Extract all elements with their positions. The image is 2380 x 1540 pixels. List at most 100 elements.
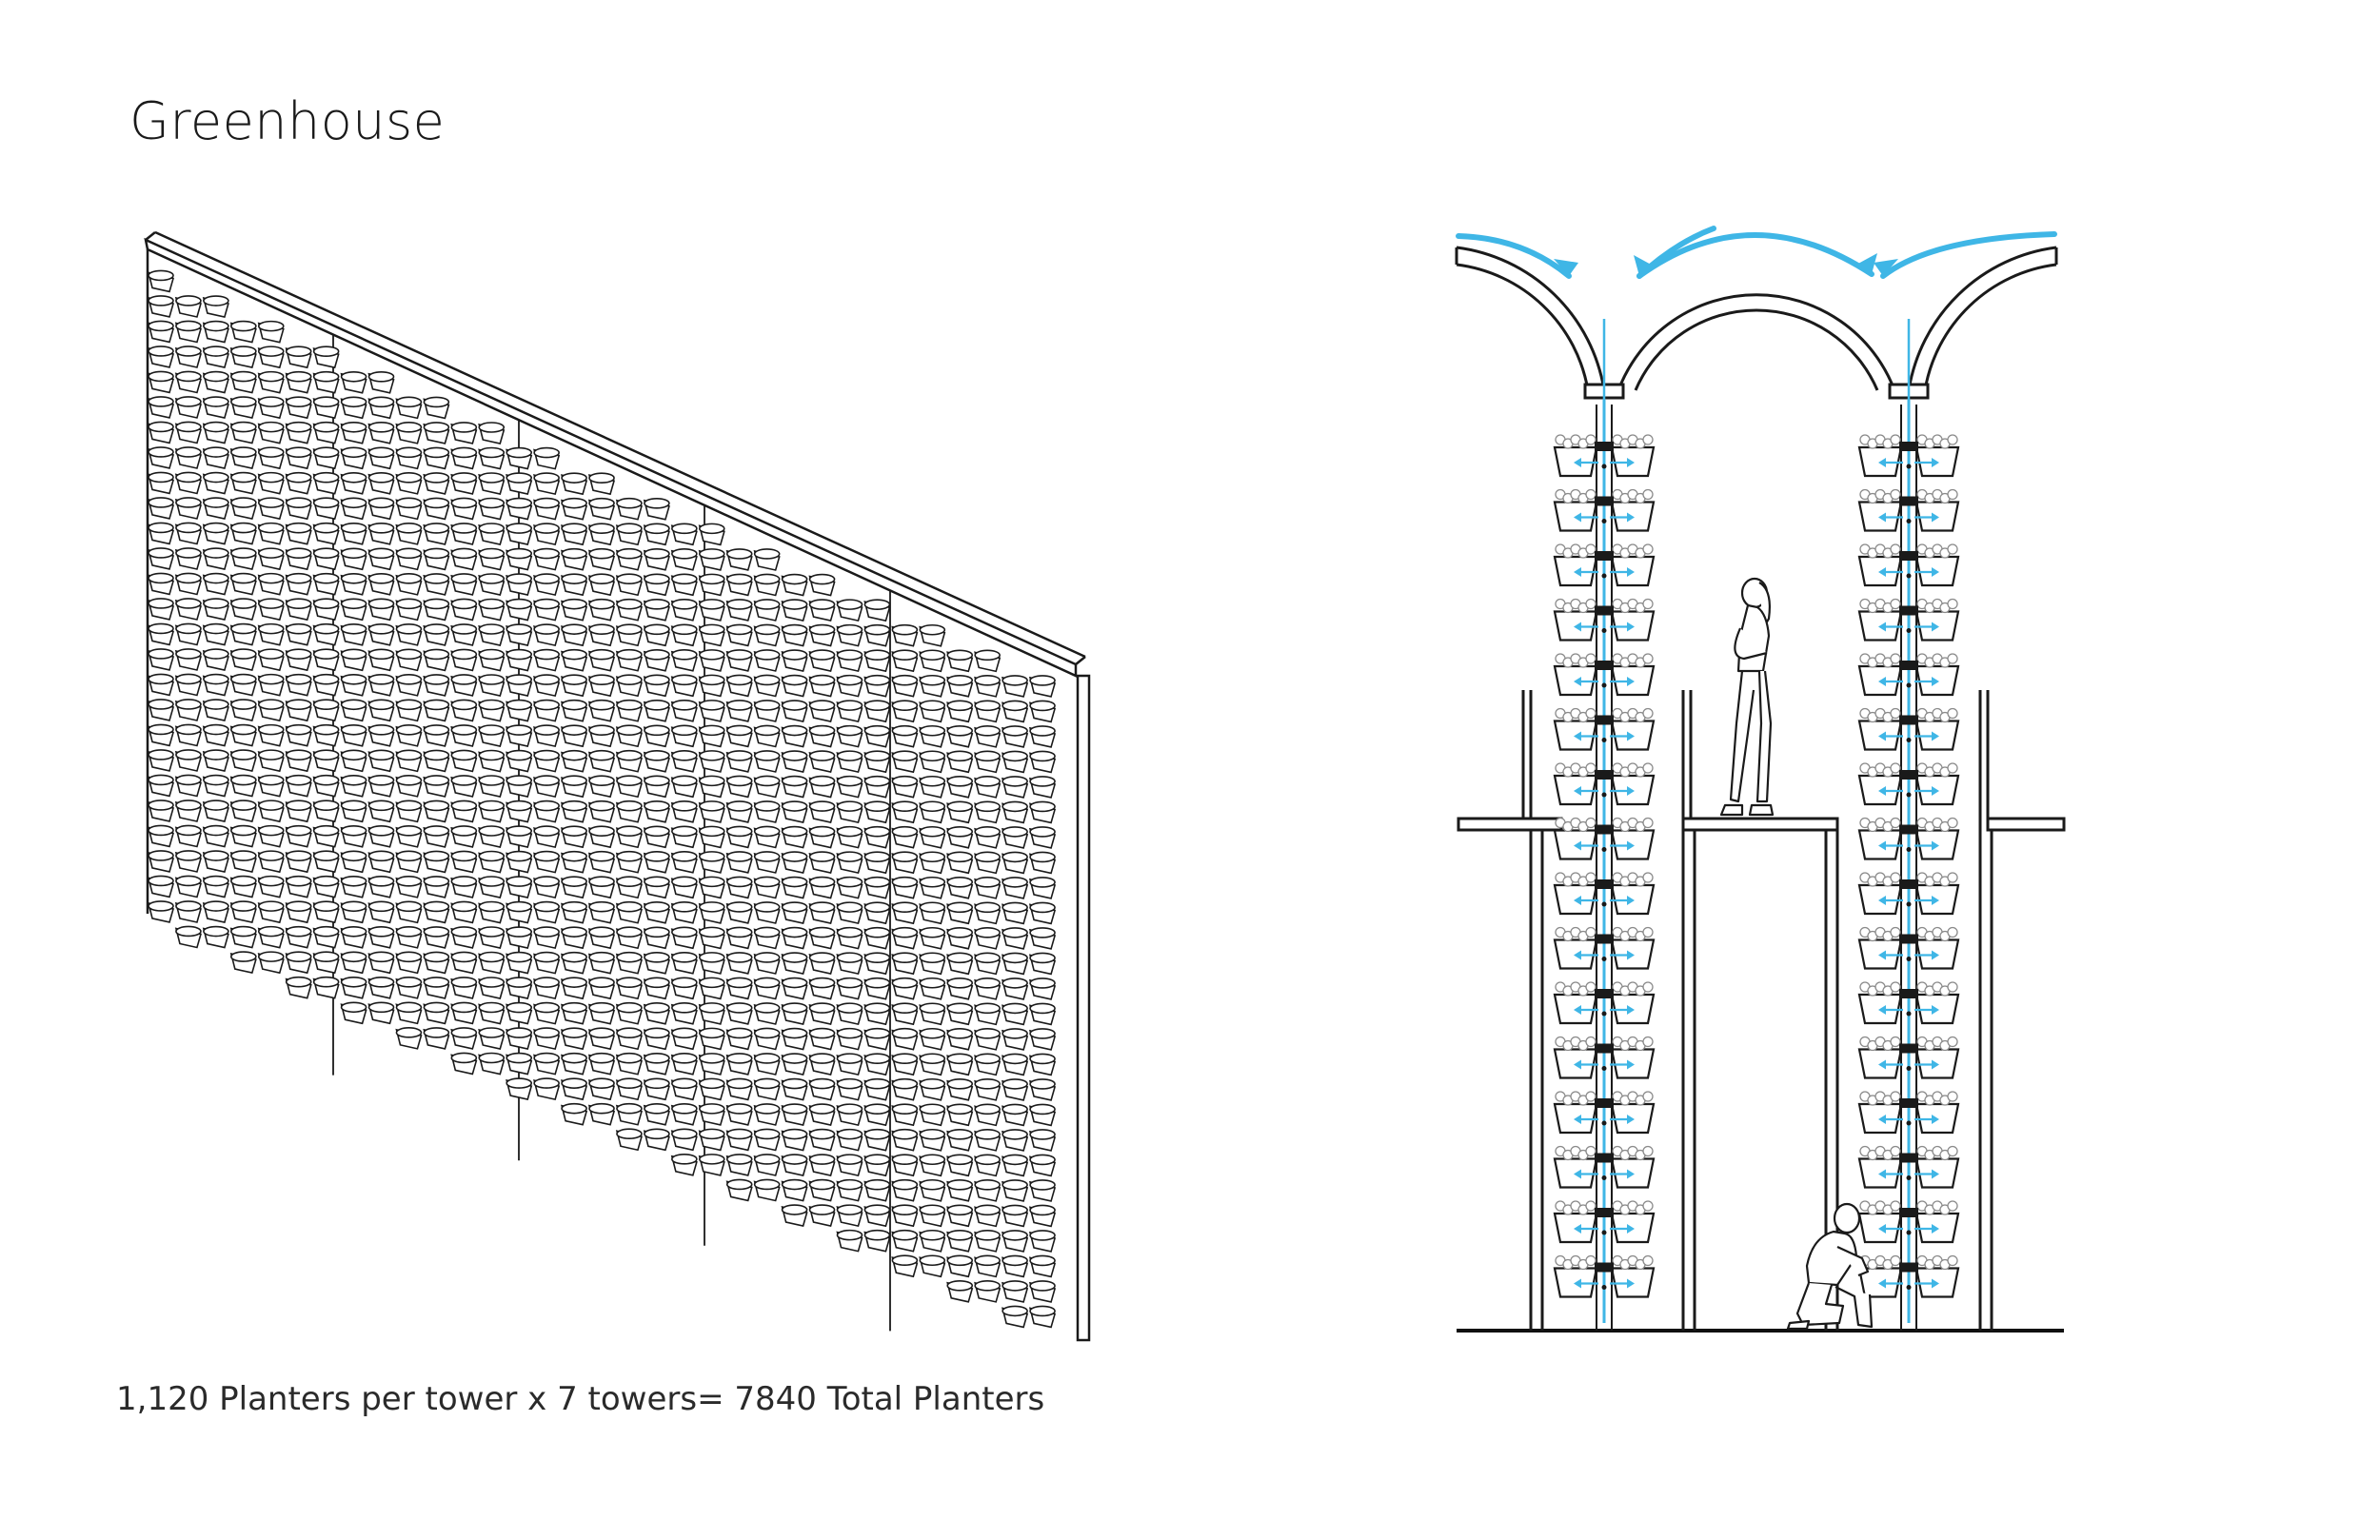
wall-planter — [395, 1027, 423, 1050]
wall-planter — [478, 623, 506, 646]
wall-planter — [312, 749, 340, 773]
wall-planter — [202, 522, 229, 545]
wall-planter — [423, 446, 450, 470]
wall-planter — [367, 371, 395, 394]
wall-planter — [174, 622, 202, 646]
wall-planter — [367, 749, 395, 773]
wall-planter — [367, 623, 395, 646]
wall-planter — [478, 1027, 506, 1050]
wall-planter — [174, 497, 202, 520]
wall-planter — [147, 699, 175, 721]
person-standing-icon — [1719, 577, 1775, 817]
wall-planter — [285, 824, 312, 848]
wall-planter — [285, 925, 312, 949]
wall-planter — [340, 900, 367, 924]
wall-planter — [147, 749, 175, 772]
wall-planter — [174, 875, 202, 898]
wall-planter — [174, 749, 202, 772]
wall-planter — [367, 472, 395, 495]
wall-planter — [285, 648, 312, 672]
wall-planter — [229, 598, 257, 622]
wall-planter — [340, 648, 367, 672]
wall-planter — [478, 800, 506, 823]
wall-planter — [395, 396, 423, 420]
wall-planter — [202, 346, 229, 368]
wall-planter — [174, 572, 202, 596]
wall-planter — [202, 850, 229, 873]
wall-planter — [229, 850, 257, 874]
wall-planter — [367, 648, 395, 672]
wall-planter — [367, 598, 395, 622]
wall-planter — [367, 951, 395, 975]
wall-planter — [478, 598, 506, 622]
wall-planter — [229, 572, 257, 596]
wall-planter — [202, 572, 229, 596]
wall-planter — [340, 749, 367, 773]
wall-planter — [312, 824, 340, 848]
wall-planter — [340, 547, 367, 571]
wall-planter — [450, 422, 478, 444]
wall-planter — [285, 547, 312, 571]
wall-planter — [478, 775, 506, 798]
wall-planter — [450, 800, 478, 823]
wall-planter — [395, 977, 423, 999]
wall-planter — [147, 824, 175, 848]
wall-planter — [340, 370, 367, 394]
wall-planter — [202, 648, 229, 671]
wall-planter — [312, 699, 340, 722]
wall-planter — [147, 346, 175, 368]
wall-planter — [340, 396, 367, 420]
wall-planter — [312, 875, 340, 898]
wall-planter — [423, 926, 450, 949]
wall-planter — [367, 800, 395, 823]
wall-planter — [312, 497, 340, 521]
wall-planter — [395, 800, 423, 823]
wall-planter — [367, 523, 395, 545]
wall-planter — [450, 573, 478, 596]
wall-planter — [312, 421, 340, 444]
wall-planter — [340, 572, 367, 596]
wall-planter — [478, 825, 506, 848]
wall-planter — [174, 598, 202, 621]
wall-planter — [257, 598, 285, 622]
wall-planter — [367, 699, 395, 722]
wall-planter — [202, 749, 229, 772]
wall-planter — [229, 875, 257, 898]
wall-planter — [423, 648, 450, 672]
wall-planter — [229, 648, 257, 672]
wall-planter — [367, 926, 395, 949]
wall-planter — [450, 523, 478, 545]
wall-planter — [202, 925, 229, 949]
wall-planter — [229, 622, 257, 646]
wall-planter — [312, 598, 340, 622]
wall-planter — [367, 1001, 395, 1025]
wall-planter — [202, 699, 229, 721]
wall-planter — [395, 1001, 423, 1025]
wall-planter — [174, 320, 202, 344]
wall-planter — [423, 724, 450, 747]
wall-planter — [174, 295, 202, 318]
wall-planter — [229, 925, 257, 949]
planter-towers — [1553, 400, 1960, 1331]
wall-planter — [285, 572, 312, 596]
wall-planter — [147, 900, 175, 923]
wall-planter — [229, 421, 257, 444]
wall-planter — [229, 900, 257, 924]
wall-planter — [340, 850, 367, 874]
wall-planter — [257, 396, 285, 420]
wall-planter — [285, 699, 312, 722]
wall-planter — [174, 925, 202, 949]
wall-planter — [340, 699, 367, 722]
wall-planter — [367, 422, 395, 444]
wall-planter — [423, 674, 450, 697]
wall-planter — [285, 471, 312, 495]
wall-planter — [367, 446, 395, 470]
wall-planter — [450, 775, 478, 798]
page-title: Greenhouse — [129, 91, 446, 151]
wall-planter — [312, 346, 340, 369]
wall-planter — [147, 547, 175, 570]
planter-tower — [1857, 400, 1960, 1331]
wall-planter — [147, 572, 175, 596]
person-kneeling-icon — [1786, 1202, 1874, 1331]
